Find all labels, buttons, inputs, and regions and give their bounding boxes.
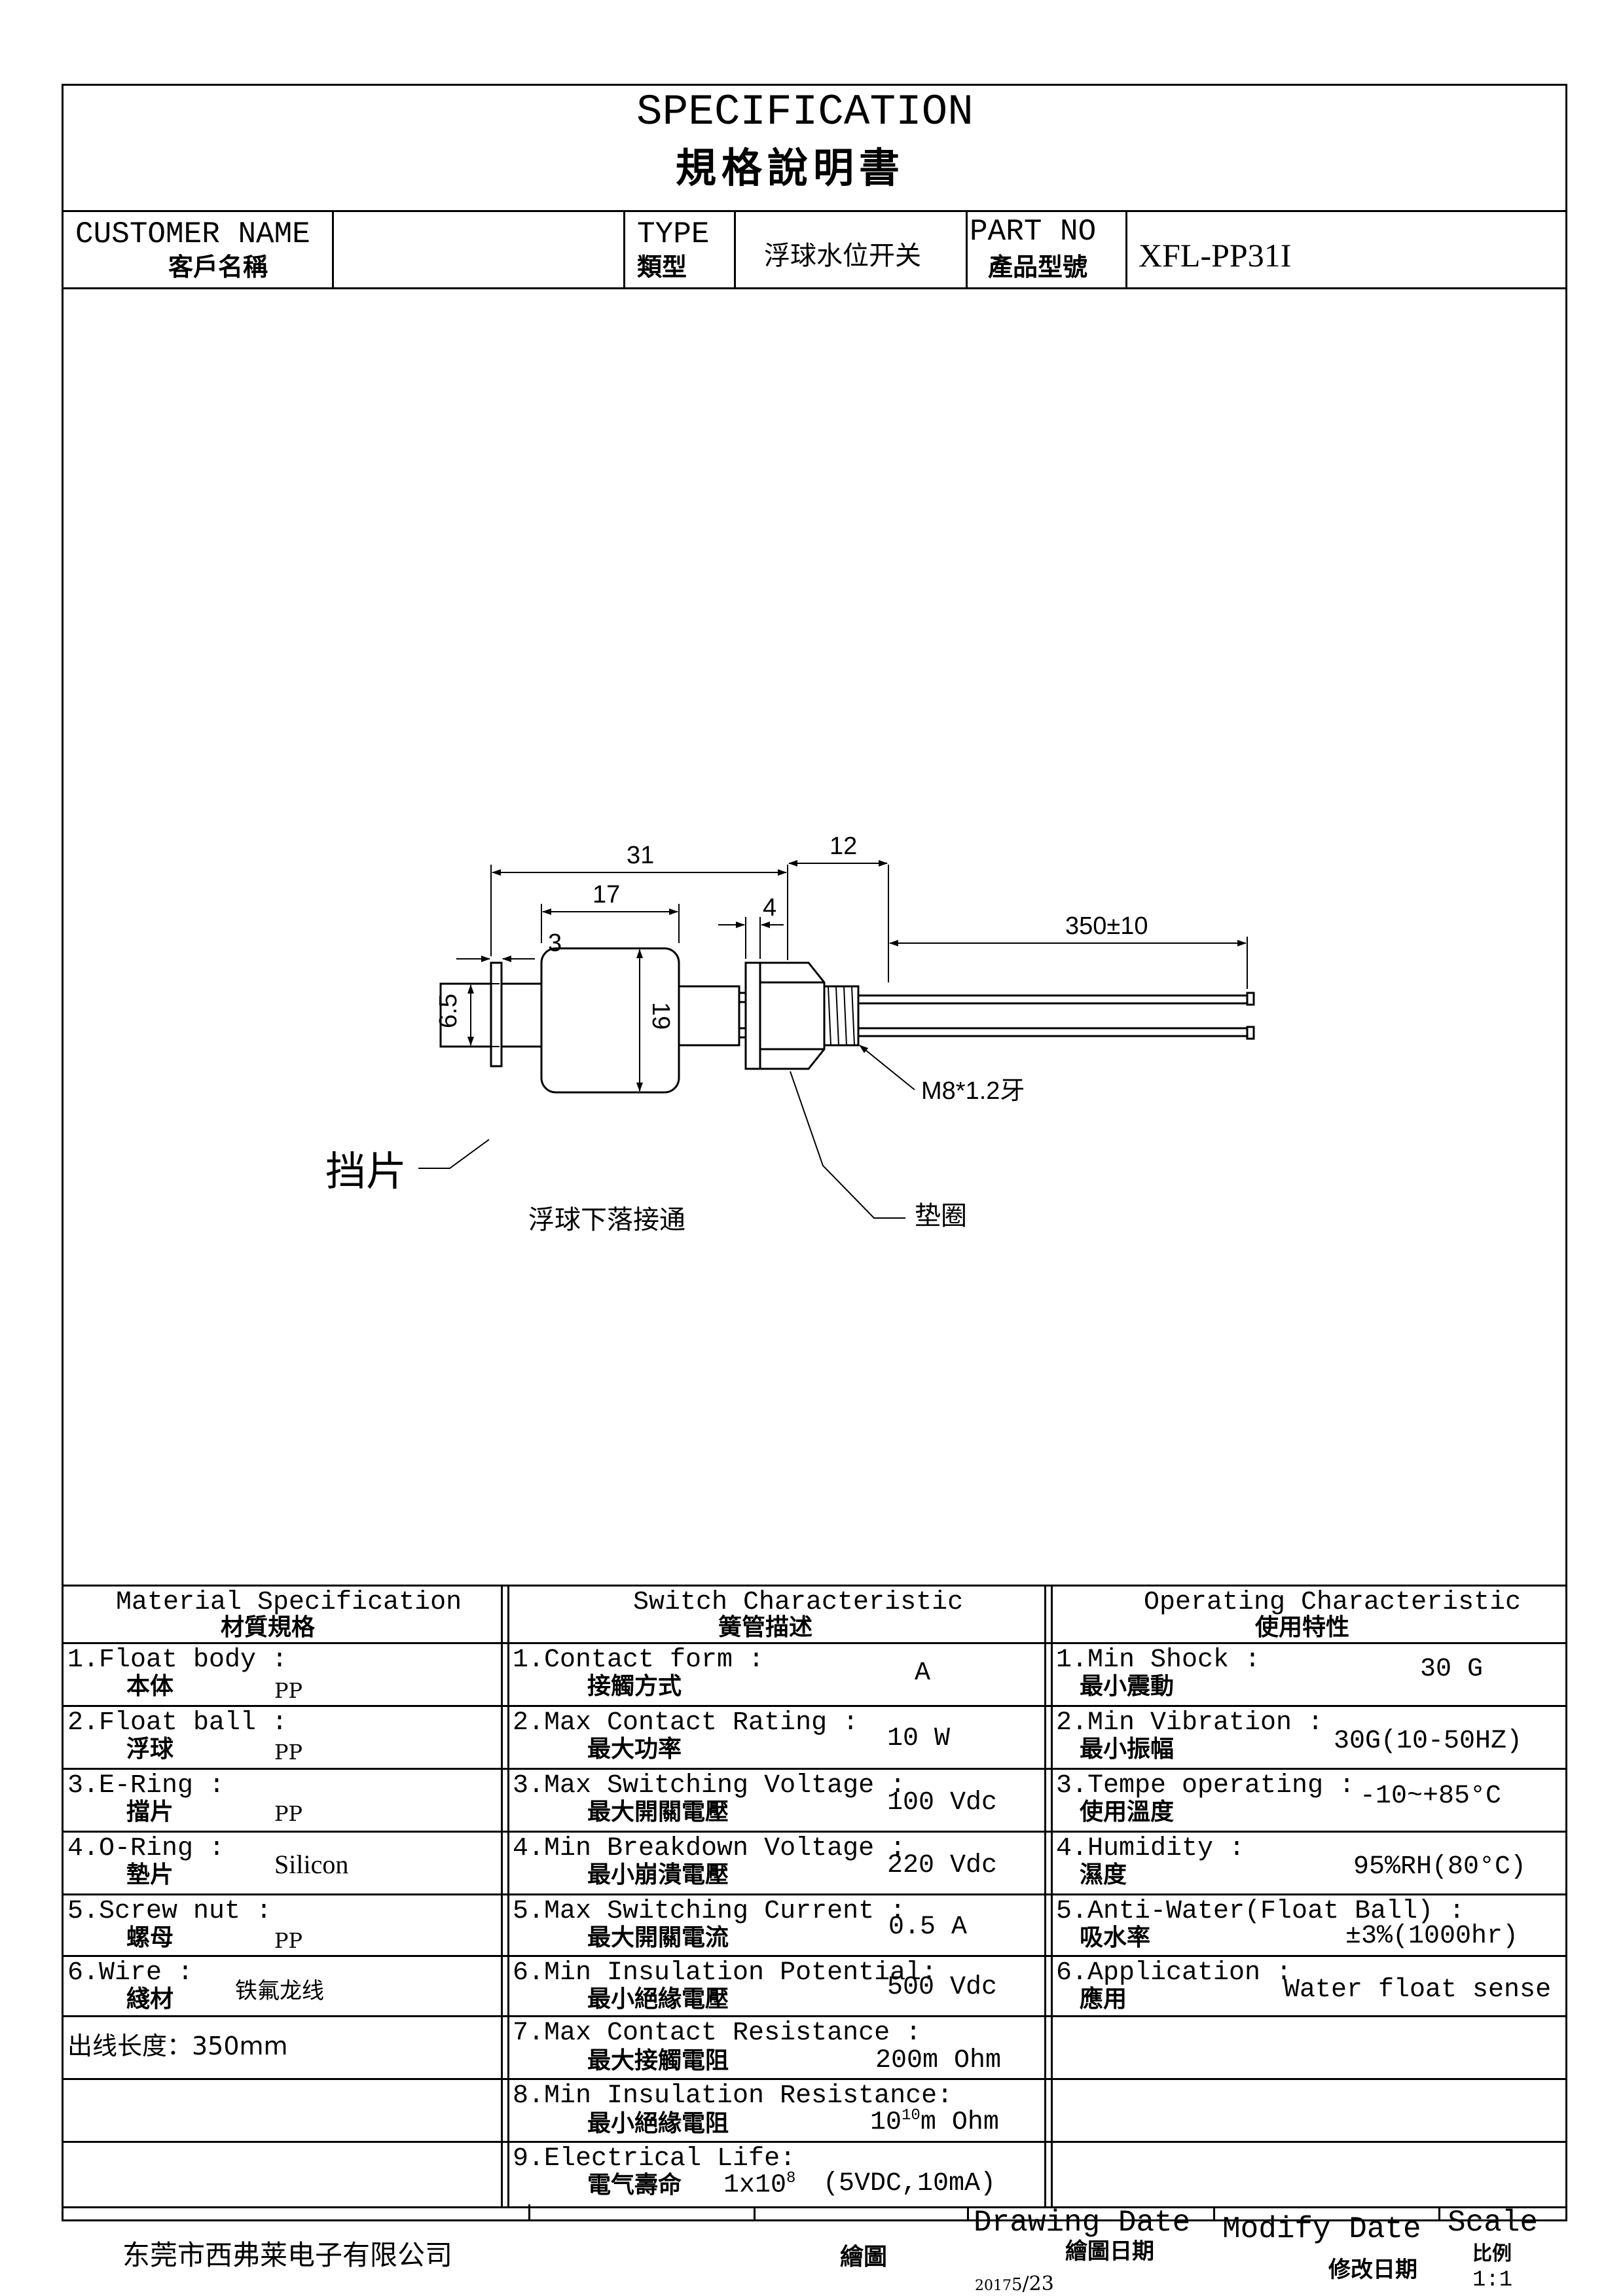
drawing-date-value: 20175/23 [975,2272,1054,2295]
dim-17: 17 [593,881,620,908]
label-washer: 垫圈 [915,1202,967,1230]
label-stopper: 挡片 [325,1149,407,1194]
material-title-cn: 材質規格 [221,1614,316,1641]
dim-19: 19 [647,1002,674,1030]
material-title: Material Specification [116,1588,462,1617]
part-label-cn: 產品型號 [988,253,1088,281]
footer-column-divider [1213,2206,1215,2221]
operating-title-cn: 使用特性 [1255,1614,1350,1641]
scale-label: Scale [1448,2206,1539,2240]
material-wire-length: 出线长度：350mm [67,2032,288,2060]
drawing-date-label-cn: 繪圖日期 [1065,2238,1154,2265]
customer-label: CUSTOMER NAME [75,217,310,251]
footer-column-divider [1438,2206,1440,2221]
hex-nut [759,961,826,1070]
type-label-cn: 類型 [637,253,687,281]
part-value: XFL-PP31I [1139,237,1292,274]
shaft-right [678,985,740,1047]
footer-column-divider [754,2206,756,2221]
washer [744,961,761,1070]
title-en: SPECIFICATION [636,88,974,137]
thread [823,985,860,1047]
dim-12: 12 [830,833,857,860]
switch-title: Switch Characteristic [633,1588,964,1617]
modify-date-label-cn: 修改日期 [1328,2257,1417,2283]
scale-label-cn: 比例 [1472,2242,1512,2265]
technical-drawing: 31 12 17 4 3 350±10 6.5 19 M8*1.2牙 挡片 浮球… [325,833,1255,1234]
dim-6-5: 6.5 [435,994,462,1028]
dim-3: 3 [548,929,562,957]
modify-date-label: Modify Date [1222,2212,1421,2246]
dim-4: 4 [763,894,776,922]
footer-column-divider [967,2206,969,2221]
label-thread: M8*1.2牙 [921,1077,1025,1105]
drawing-date-label: Drawing Date [974,2206,1191,2240]
dim-31: 31 [627,842,654,869]
company-name: 东莞市西弗莱电子有限公司 [122,2239,453,2271]
type-value: 浮球水位开关 [764,241,921,271]
part-label: PART NO [970,215,1097,249]
scale-value: 1:1 [1472,2268,1513,2293]
operating-title: Operating Characteristic [1144,1588,1522,1617]
title-cn: 規格說明書 [676,144,905,192]
switch-title-cn: 簧管描述 [718,1614,813,1641]
specification-sheet: SPECIFICATION 規格說明書 CUSTOMER NAME 客戶名稱 T… [62,84,1567,2294]
draw-label: 繪圖 [840,2244,888,2270]
label-float-note: 浮球下落接通 [528,1206,685,1234]
dim-350: 350±10 [1065,912,1148,940]
type-label: TYPE [637,217,710,251]
customer-label-cn: 客戶名稱 [168,253,268,281]
stopper-plate [490,961,503,1067]
